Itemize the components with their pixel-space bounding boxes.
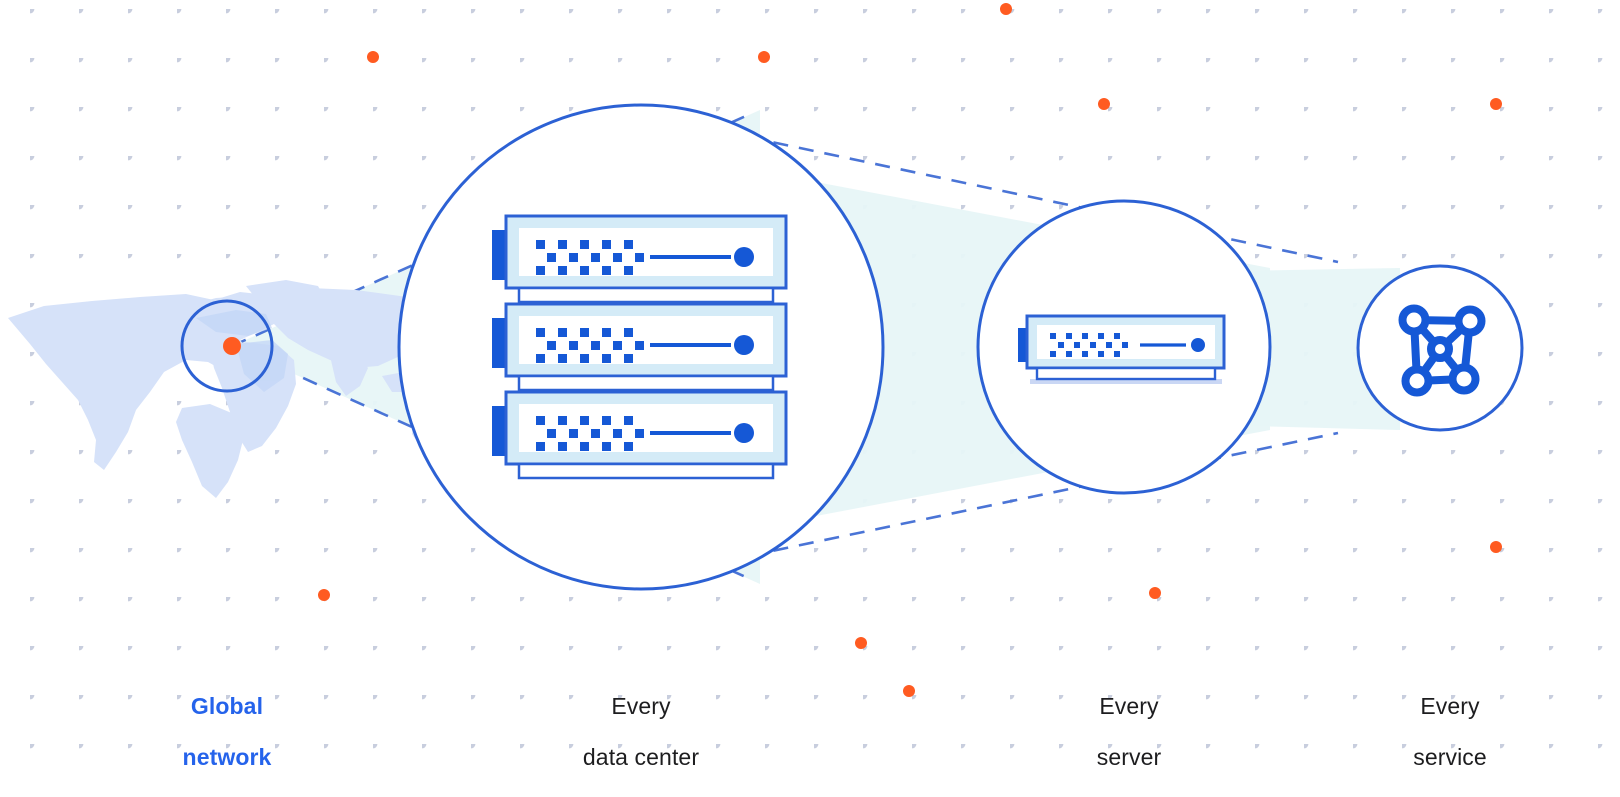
server-rack — [492, 214, 788, 480]
accent-dot-group — [318, 3, 1502, 697]
accent-dot — [1098, 98, 1110, 110]
rack-unit-2 — [492, 302, 788, 392]
network-mesh-nodes — [1398, 304, 1486, 397]
label-global-network-line2: network — [182, 744, 272, 771]
rack-unit-1 — [492, 214, 788, 304]
label-server-line1: Every — [1099, 692, 1159, 719]
single-server-unit — [1018, 314, 1226, 384]
accent-dot — [758, 51, 770, 63]
rack-unit-3 — [492, 390, 788, 480]
label-service: Every service — [1350, 668, 1550, 797]
accent-dot — [903, 685, 915, 697]
accent-dot — [1490, 98, 1502, 110]
accent-dot — [1490, 541, 1502, 553]
label-service-line2: service — [1413, 744, 1487, 771]
label-data-center-line1: Every — [611, 692, 671, 719]
label-data-center: Every data center — [521, 668, 761, 797]
data-center-stage — [397, 103, 885, 591]
accent-dot — [367, 51, 379, 63]
accent-dot — [318, 589, 330, 601]
label-server: Every server — [1029, 668, 1229, 797]
map-highlight-circle — [180, 299, 274, 393]
server-stage — [976, 199, 1272, 495]
service-stage — [1356, 264, 1524, 432]
label-global-network-line1: Global — [190, 692, 264, 719]
label-server-line2: server — [1096, 744, 1162, 771]
world-map-accent — [196, 310, 288, 392]
label-data-center-line2: data center — [582, 744, 700, 771]
map-location-dot — [223, 337, 241, 355]
accent-dot — [855, 637, 867, 649]
accent-dot — [1149, 587, 1161, 599]
accent-dot — [1000, 3, 1012, 15]
label-global-network[interactable]: Global network — [127, 668, 327, 797]
label-service-line1: Every — [1420, 692, 1480, 719]
